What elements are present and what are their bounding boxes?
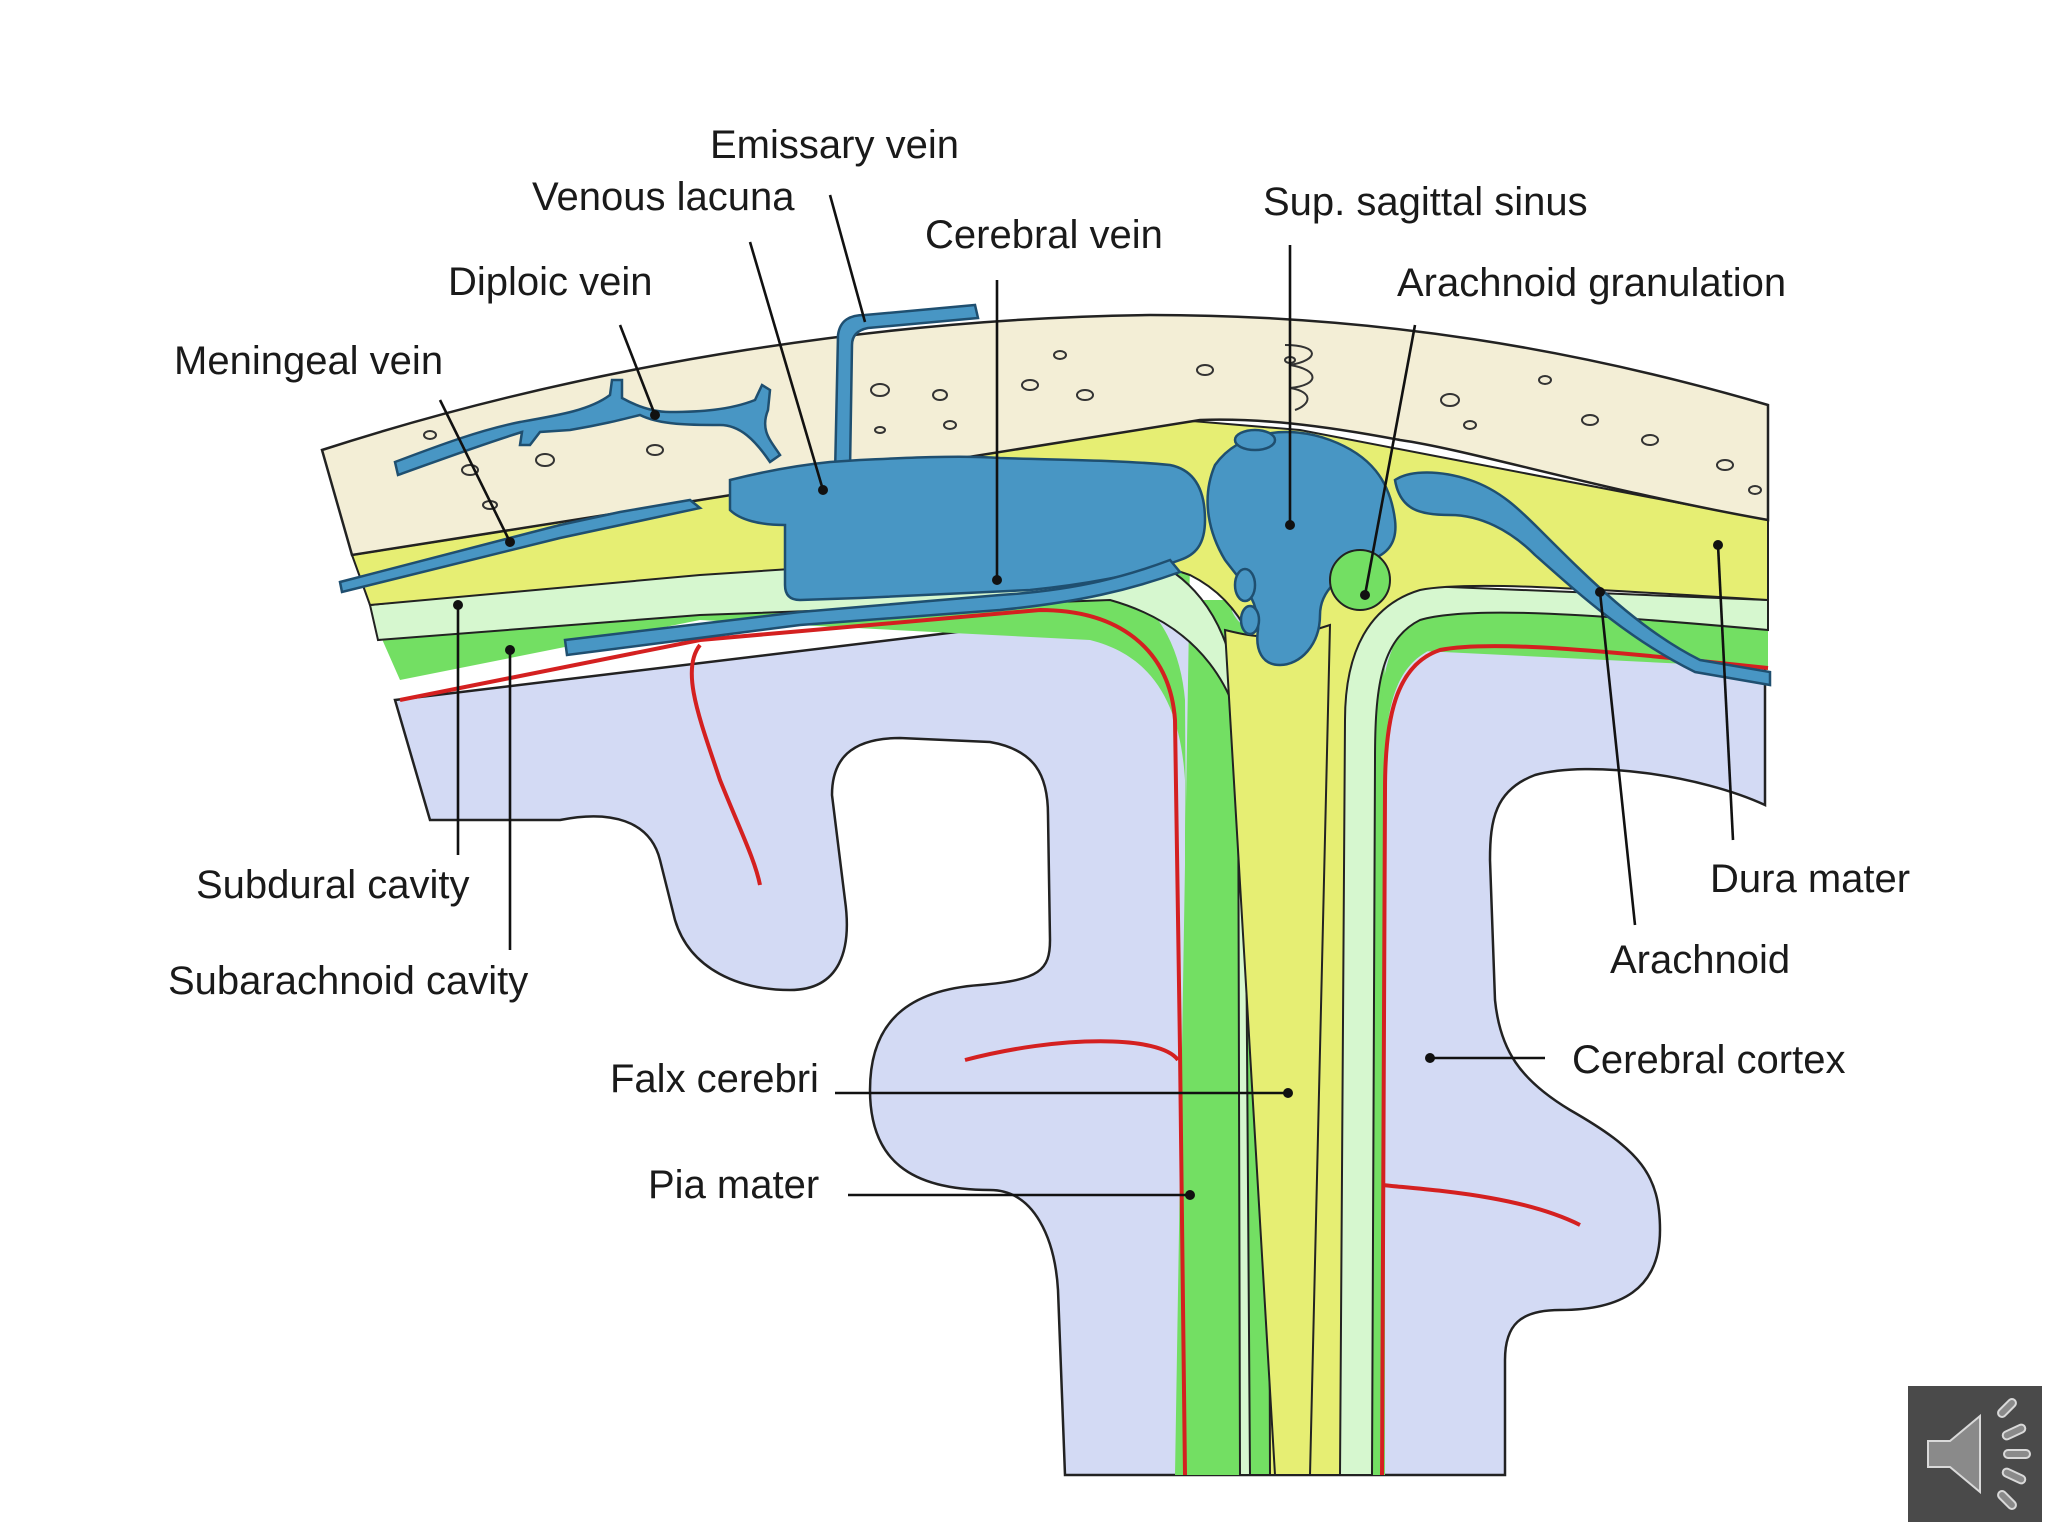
label-cerebral-cortex: Cerebral cortex (1572, 1038, 1845, 1082)
superior-sagittal-sinus (1206, 430, 1397, 667)
label-pia-mater: Pia mater (648, 1163, 819, 1207)
label-subdural-cavity: Subdural cavity (196, 863, 469, 907)
venous-lacuna (728, 455, 1207, 602)
label-meningeal-vein: Meningeal vein (174, 339, 443, 383)
label-sup-sagittal-sinus: Sup. sagittal sinus (1263, 180, 1588, 224)
venous-system (338, 303, 1772, 687)
label-falx-cerebri: Falx cerebri (610, 1057, 819, 1101)
diagram-labels: Emissary vein Venous lacuna Cerebral vei… (168, 123, 1910, 1207)
label-emissary-vein: Emissary vein (710, 123, 959, 167)
pia-mater-lines (399, 607, 1769, 1476)
label-venous-lacuna: Venous lacuna (532, 175, 795, 219)
arachnoid-granulation (1329, 549, 1391, 611)
audio-play-button[interactable] (1908, 1386, 2042, 1522)
label-arachnoid: Arachnoid (1610, 938, 1790, 982)
emissary-vein (833, 303, 980, 477)
label-subarachnoid-cavity: Subarachnoid cavity (168, 959, 528, 1003)
meningeal-vein (338, 498, 703, 594)
cerebral-vein (563, 558, 1183, 657)
label-arachnoid-granulation: Arachnoid granulation (1397, 261, 1786, 305)
diploic-vein (393, 378, 782, 477)
label-diploic-vein: Diploic vein (448, 260, 653, 304)
label-cerebral-vein: Cerebral vein (925, 213, 1163, 257)
lateral-lacuna-right (1393, 471, 1772, 687)
label-dura-mater: Dura mater (1710, 857, 1910, 901)
anatomy-layers (320, 313, 1770, 1477)
speaker-icon (1927, 1398, 2031, 1510)
